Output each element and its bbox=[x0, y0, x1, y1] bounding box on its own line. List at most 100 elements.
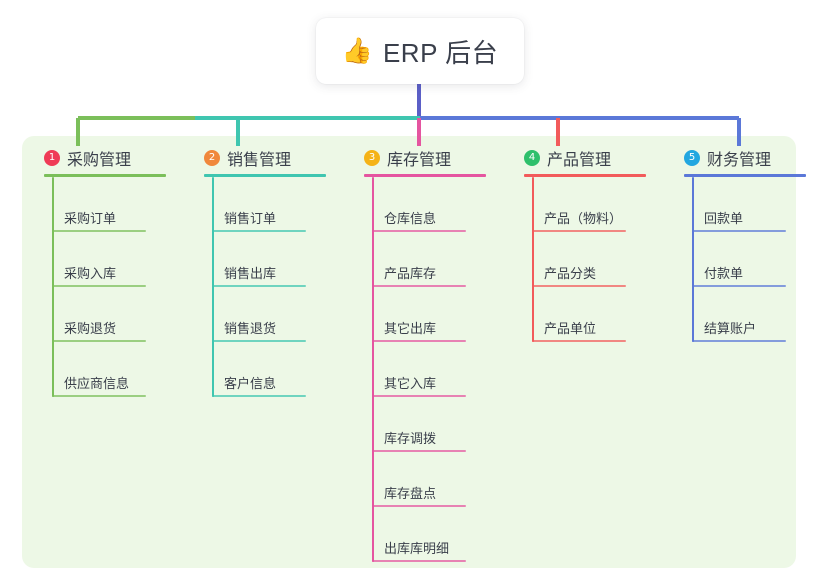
column-items-1: 采购订单采购入库采购退货供应商信息 bbox=[52, 177, 182, 397]
list-item-rule bbox=[532, 340, 626, 342]
column-header-4[interactable]: 4 产品管理 bbox=[524, 136, 662, 170]
list-item-rule bbox=[212, 230, 306, 232]
list-item-label: 产品（物料） bbox=[544, 211, 623, 226]
list-item-label: 其它出库 bbox=[384, 321, 437, 336]
list-item-label: 销售订单 bbox=[224, 211, 277, 226]
list-item-label: 其它入库 bbox=[384, 376, 437, 391]
list-item-rule bbox=[212, 340, 306, 342]
list-item[interactable]: 仓库信息 bbox=[372, 177, 502, 232]
column-rule-5 bbox=[684, 174, 806, 177]
column-1: 1 采购管理采购订单采购入库采购退货供应商信息 bbox=[22, 136, 182, 568]
column-header-1[interactable]: 1 采购管理 bbox=[44, 136, 182, 170]
column-title-5: 财务管理 bbox=[707, 151, 772, 169]
column-4: 4 产品管理产品（物料） 产品分类产品单位 bbox=[502, 136, 662, 568]
column-2: 2 销售管理销售订单销售出库销售退货客户信息 bbox=[182, 136, 342, 568]
column-items-5: 回款单付款单结算账户 bbox=[692, 177, 822, 342]
list-item[interactable]: 产品分类 bbox=[532, 232, 662, 287]
list-item[interactable]: 采购入库 bbox=[52, 232, 182, 287]
root-node-card[interactable]: 👍 ERP 后台 bbox=[316, 18, 524, 84]
column-badge-4: 4 bbox=[524, 149, 540, 166]
column-rule-3 bbox=[364, 174, 486, 177]
list-item-rule bbox=[692, 340, 786, 342]
list-item-label: 销售退货 bbox=[224, 321, 277, 336]
list-item-rule bbox=[532, 285, 626, 287]
list-item-label: 采购订单 bbox=[64, 211, 117, 226]
list-item[interactable]: 采购订单 bbox=[52, 177, 182, 232]
list-item-label: 结算账户 bbox=[704, 321, 757, 336]
list-item[interactable]: 库存盘点 bbox=[372, 452, 502, 507]
mindmap-panel bbox=[22, 136, 796, 568]
thumbs-up-icon: 👍 bbox=[341, 36, 373, 65]
list-item-rule bbox=[532, 230, 626, 232]
column-header-2[interactable]: 2 销售管理 bbox=[204, 136, 342, 170]
list-item-rule bbox=[52, 340, 146, 342]
column-spine-1 bbox=[52, 177, 54, 397]
list-item-rule bbox=[212, 395, 306, 397]
list-item[interactable]: 客户信息 bbox=[212, 342, 342, 397]
list-item-rule bbox=[372, 340, 466, 342]
list-item-label: 付款单 bbox=[704, 266, 744, 281]
column-rule-4 bbox=[524, 174, 646, 177]
list-item-label: 库存调拨 bbox=[384, 431, 437, 446]
list-item[interactable]: 销售退货 bbox=[212, 287, 342, 342]
column-items-4: 产品（物料） 产品分类产品单位 bbox=[532, 177, 662, 342]
list-item-label: 客户信息 bbox=[224, 376, 277, 391]
column-title-3: 库存管理 bbox=[387, 151, 452, 169]
list-item-rule bbox=[52, 285, 146, 287]
list-item[interactable]: 采购退货 bbox=[52, 287, 182, 342]
list-item[interactable]: 销售出库 bbox=[212, 232, 342, 287]
list-item[interactable]: 供应商信息 bbox=[52, 342, 182, 397]
list-item-rule bbox=[692, 230, 786, 232]
list-item-rule bbox=[372, 505, 466, 507]
column-spine-4 bbox=[532, 177, 534, 342]
list-item-label: 销售出库 bbox=[224, 266, 277, 281]
list-item-label: 采购退货 bbox=[64, 321, 117, 336]
column-rule-2 bbox=[204, 174, 326, 177]
list-item[interactable]: 销售订单 bbox=[212, 177, 342, 232]
list-item-label: 产品库存 bbox=[384, 266, 437, 281]
root-node-title: ERP 后台 bbox=[382, 37, 499, 68]
list-item[interactable]: 出库库明细 bbox=[372, 507, 502, 562]
column-badge-3: 3 bbox=[364, 149, 380, 166]
list-item[interactable]: 库存调拨 bbox=[372, 397, 502, 452]
column-badge-1: 1 bbox=[44, 149, 60, 166]
list-item[interactable]: 付款单 bbox=[692, 232, 822, 287]
list-item-rule bbox=[372, 450, 466, 452]
column-badge-2: 2 bbox=[204, 149, 220, 166]
list-item-rule bbox=[692, 285, 786, 287]
column-items-3: 仓库信息产品库存其它出库其它入库库存调拨库存盘点出库库明细 bbox=[372, 177, 502, 562]
list-item[interactable]: 其它入库 bbox=[372, 342, 502, 397]
list-item-label: 库存盘点 bbox=[384, 486, 437, 501]
list-item-label: 供应商信息 bbox=[64, 376, 130, 391]
list-item[interactable]: 产品单位 bbox=[532, 287, 662, 342]
list-item-label: 产品单位 bbox=[544, 321, 597, 336]
list-item-label: 仓库信息 bbox=[384, 211, 437, 226]
list-item[interactable]: 产品库存 bbox=[372, 232, 502, 287]
list-item[interactable]: 产品（物料） bbox=[532, 177, 662, 232]
list-item-label: 产品分类 bbox=[544, 266, 597, 281]
mindmap-columns: 1 采购管理采购订单采购入库采购退货供应商信息 2 销售管理销售订单销售出库销售退货客… bbox=[22, 136, 806, 568]
column-spine-2 bbox=[212, 177, 214, 397]
list-item-label: 出库库明细 bbox=[384, 541, 450, 556]
column-items-2: 销售订单销售出库销售退货客户信息 bbox=[212, 177, 342, 397]
list-item-rule bbox=[52, 395, 146, 397]
column-header-5[interactable]: 5 财务管理 bbox=[684, 136, 822, 170]
column-badge-5: 5 bbox=[684, 149, 700, 166]
column-header-3[interactable]: 3 库存管理 bbox=[364, 136, 502, 170]
column-spine-3 bbox=[372, 177, 374, 562]
list-item-label: 回款单 bbox=[704, 211, 744, 226]
list-item[interactable]: 结算账户 bbox=[692, 287, 822, 342]
column-3: 3 库存管理仓库信息产品库存其它出库其它入库库存调拨库存盘点出库库明细 bbox=[342, 136, 502, 568]
list-item-rule bbox=[212, 285, 306, 287]
column-title-4: 产品管理 bbox=[547, 151, 612, 169]
column-title-1: 采购管理 bbox=[67, 151, 132, 169]
column-rule-1 bbox=[44, 174, 166, 177]
column-title-2: 销售管理 bbox=[227, 151, 292, 169]
list-item-label: 采购入库 bbox=[64, 266, 117, 281]
list-item-rule bbox=[372, 285, 466, 287]
list-item-rule bbox=[372, 395, 466, 397]
column-5: 5 财务管理回款单付款单结算账户 bbox=[662, 136, 822, 568]
list-item[interactable]: 其它出库 bbox=[372, 287, 502, 342]
list-item[interactable]: 回款单 bbox=[692, 177, 822, 232]
list-item-rule bbox=[372, 230, 466, 232]
